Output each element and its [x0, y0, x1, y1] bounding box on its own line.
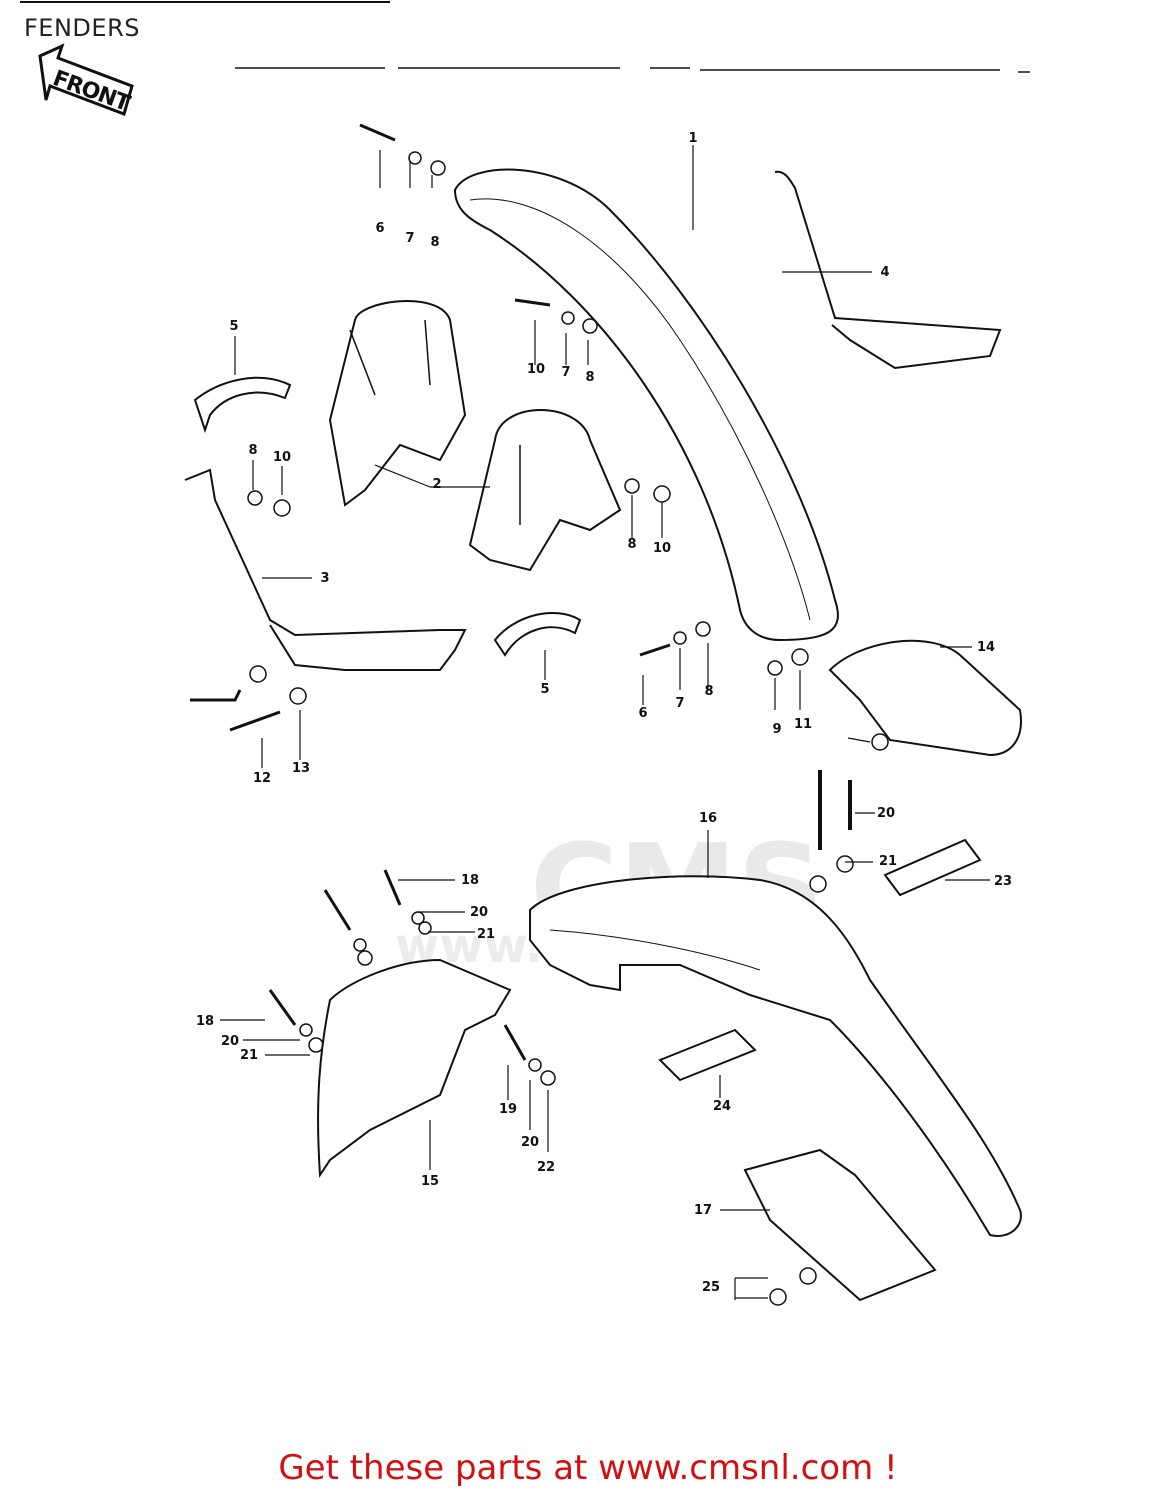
footer-link[interactable]: Get these parts at www.cmsnl.com !	[278, 1448, 898, 1488]
callout-1: 1	[688, 131, 697, 146]
callout-9: 9	[772, 722, 781, 737]
callout-20: 20	[470, 905, 488, 920]
callout-10: 10	[273, 450, 291, 465]
callout-20: 20	[877, 806, 895, 821]
front-fender	[453, 168, 839, 642]
callout-22: 22	[537, 1160, 555, 1175]
callout-8: 8	[430, 235, 439, 250]
callout-8: 8	[248, 443, 257, 458]
callout-6: 6	[638, 706, 647, 721]
callout-7: 7	[561, 365, 570, 380]
callout-2: 2	[432, 477, 441, 492]
callout-23: 23	[994, 874, 1012, 889]
callout-25: 25	[702, 1280, 720, 1295]
callout-14: 14	[977, 640, 995, 655]
callout-19: 19	[499, 1102, 517, 1117]
callout-18: 18	[461, 873, 479, 888]
callout-8: 8	[704, 684, 713, 699]
callout-10: 10	[653, 541, 671, 556]
callout-7: 7	[405, 231, 414, 246]
callout-24: 24	[713, 1099, 731, 1114]
callout-21: 21	[477, 927, 495, 942]
callout-12: 12	[253, 771, 271, 786]
callout-7: 7	[675, 696, 684, 711]
callout-5: 5	[540, 682, 549, 697]
callout-15: 15	[421, 1174, 439, 1189]
callout-3: 3	[320, 571, 329, 586]
callout-21: 21	[240, 1048, 258, 1063]
callout-18: 18	[196, 1014, 214, 1029]
callout-20: 20	[221, 1034, 239, 1049]
callout-10: 10	[527, 362, 545, 377]
callout-21: 21	[879, 854, 897, 869]
callout-8: 8	[627, 537, 636, 552]
callout-13: 13	[292, 761, 310, 776]
callout-6: 6	[375, 221, 384, 236]
callout-11: 11	[794, 717, 812, 732]
callout-17: 17	[694, 1203, 712, 1218]
callout-4: 4	[880, 265, 889, 280]
callout-20: 20	[521, 1135, 539, 1150]
page-title: FENDERS	[24, 14, 140, 42]
callout-8: 8	[585, 370, 594, 385]
front-arrow-icon	[38, 43, 134, 116]
callout-16: 16	[699, 811, 717, 826]
callout-5: 5	[229, 319, 238, 334]
